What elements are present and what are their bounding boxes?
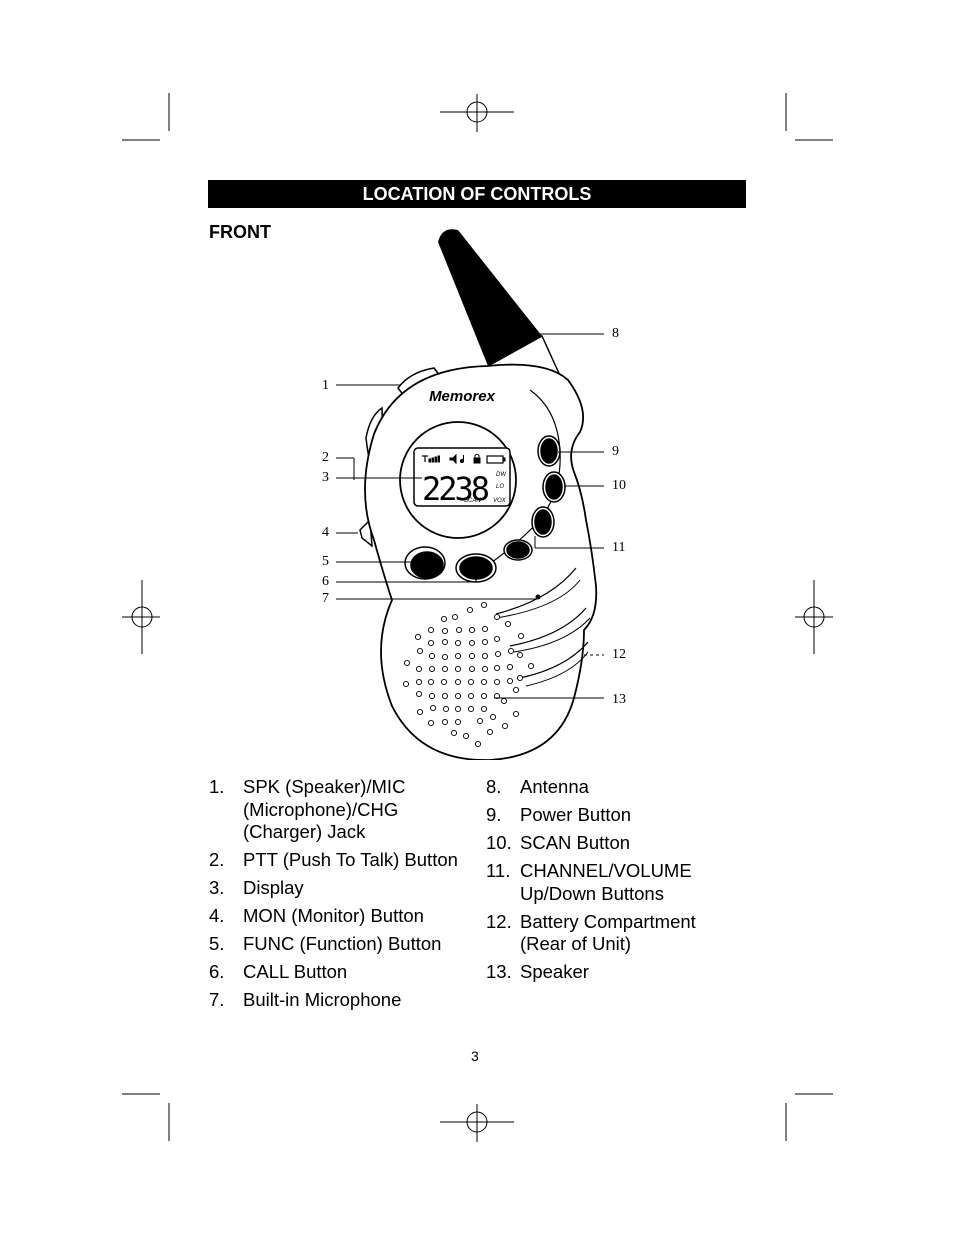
legend-text: Built-in Microphone — [243, 989, 402, 1010]
legend-number: 11. — [486, 860, 511, 881]
legend-item: 13. Speaker — [486, 961, 726, 984]
legend-number: 1. — [209, 776, 225, 797]
lcd-label-lo: LO — [496, 484, 504, 490]
legend-item: 12. Battery Compartment (Rear of Unit) — [486, 911, 726, 956]
built-in-microphone — [535, 594, 541, 600]
legend-number: 7. — [209, 989, 225, 1010]
legend-number: 12. — [486, 910, 512, 932]
legend-item: 10. SCAN Button — [486, 832, 726, 855]
legend-text: Power Button — [520, 804, 632, 825]
callout-12: 12 — [612, 647, 626, 662]
legend-number: 6. — [209, 961, 225, 982]
legend-item: 8. Antenna — [486, 776, 726, 799]
power-button — [537, 435, 561, 467]
lcd-label-dw: DW — [496, 472, 507, 478]
callout-8: 8 — [612, 326, 619, 341]
speaker-grille — [402, 601, 535, 748]
legend-text: Antenna — [520, 776, 589, 797]
legend-number: 10. — [486, 832, 512, 853]
legend-item: 11. CHANNEL/VOLUME Up/Down Buttons — [486, 860, 726, 905]
section-header: LOCATION OF CONTROLS — [208, 180, 746, 208]
func-button — [404, 546, 446, 580]
legend-item: 6. CALL Button — [209, 961, 474, 984]
legend-number: 2. — [209, 849, 225, 870]
callout-10: 10 — [612, 478, 626, 493]
walkie-talkie-diagram: Memorex 2238 DW LO SCAN VOX — [336, 229, 604, 760]
legend-number: 5. — [209, 933, 225, 954]
legend-item: 3. Display — [209, 877, 474, 900]
legend-number: 8. — [486, 776, 502, 797]
legend-text: FUNC (Function) Button — [243, 933, 442, 954]
callout-4: 4 — [322, 525, 329, 540]
legend-number: 9. — [486, 804, 502, 825]
callout-13: 13 — [612, 692, 626, 707]
scan-button — [542, 471, 566, 503]
legend-number: 3. — [209, 877, 225, 898]
callout-2: 2 — [322, 450, 329, 465]
front-label: FRONT — [209, 222, 271, 242]
legend-item: 5. FUNC (Function) Button — [209, 933, 474, 956]
lcd-status-icons — [422, 453, 506, 465]
callout-11: 11 — [612, 540, 626, 555]
legend-text: Battery Compartment (Rear of Unit) — [520, 910, 696, 955]
callout-9: 9 — [612, 444, 619, 459]
callout-5: 5 — [322, 554, 329, 569]
legend-item: 4. MON (Monitor) Button — [209, 905, 474, 928]
legend-text: Speaker — [520, 961, 589, 982]
lcd-label-scan: SCAN — [464, 498, 481, 504]
callout-7: 7 — [322, 591, 329, 606]
call-button — [455, 553, 497, 583]
legend-text: CHANNEL/VOLUME Up/Down Buttons — [520, 860, 692, 904]
legend-item: 1. SPK (Speaker)/MIC (Microphone)/CHG (Ch… — [209, 776, 474, 844]
channel-down-button — [503, 539, 533, 561]
legend-text: SCAN Button — [520, 832, 631, 853]
controls-legend-left: 1. SPK (Speaker)/MIC (Microphone)/CHG (Ch… — [209, 776, 474, 1017]
legend-item: 9. Power Button — [486, 804, 726, 827]
legend-text: MON (Monitor) Button — [243, 905, 424, 926]
legend-item: 2. PTT (Push To Talk) Button — [209, 849, 474, 872]
callout-3: 3 — [322, 470, 329, 485]
brand-logo: Memorex — [429, 388, 496, 405]
antenna — [438, 229, 542, 366]
legend-number: 4. — [209, 905, 225, 926]
channel-up-button — [531, 506, 555, 538]
legend-item: 7. Built-in Microphone — [209, 989, 474, 1012]
lcd-channel-digits: 2238 — [422, 470, 489, 508]
legend-number: 13. — [486, 961, 512, 982]
legend-text: PTT (Push To Talk) Button — [243, 849, 458, 870]
leader-lines — [336, 333, 604, 699]
legend-text: CALL Button — [243, 961, 348, 982]
callout-6: 6 — [322, 574, 329, 589]
legend-text: SPK (Speaker)/MIC (Microphone)/CHG (Char… — [243, 776, 406, 842]
page-number: 3 — [471, 1048, 479, 1064]
legend-text: Display — [243, 877, 304, 898]
callout-1: 1 — [322, 378, 329, 393]
lcd-label-vox: VOX — [493, 498, 507, 504]
controls-legend-right: 8.Antenna 9.Power Button 10.SCAN Button … — [486, 776, 726, 989]
